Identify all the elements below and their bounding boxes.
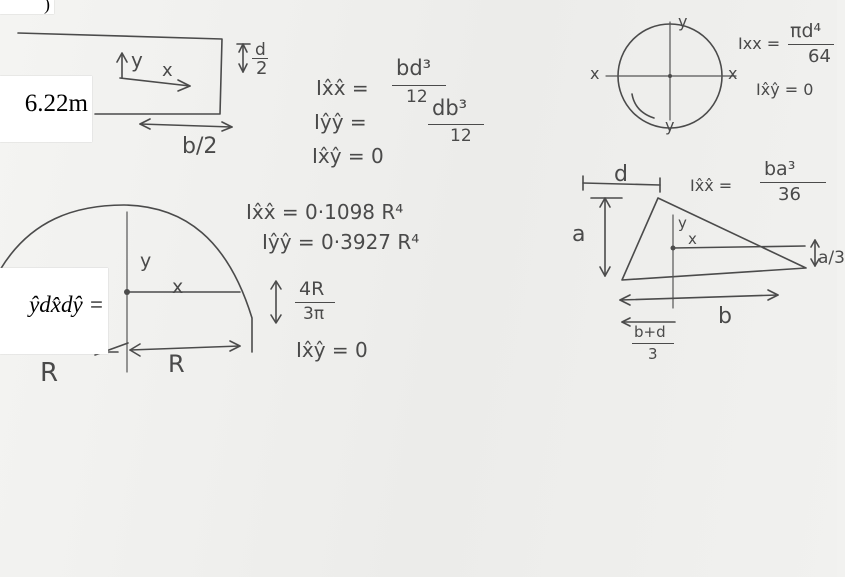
tri-ixx-bar [760,182,826,183]
pasted-length-box: 6.22m [0,76,92,142]
rect-iyy-bar [428,124,484,125]
pasted-fragment-top: ) [0,0,54,14]
rect-x-axis [119,77,191,87]
half-width-label: b/2 [182,134,218,159]
rect-ixx-lhs: Ix̂x̂ = [316,76,369,100]
semi-ixx: Ix̂x̂ = 0·1098 R⁴ [246,200,404,224]
circle-figure [605,21,737,129]
circle-ixy: Ix̂ŷ = 0 [756,80,814,99]
tri-b-label: b [718,304,732,329]
tri-a-label: a [572,222,586,247]
semi-y-label: y [140,250,152,272]
radius-dimension [129,345,241,351]
circle-ixx-num: πd⁴ [790,20,822,42]
circle-y-top-label: y [678,12,688,31]
triangle-figure [582,175,820,327]
rect-ixx-bar [392,85,446,86]
semi-offset-num: 4R [299,278,325,300]
rectangle-figure [17,32,251,132]
circle-ixx-den: 64 [808,46,831,67]
rect-x-label: x [162,60,173,81]
integral-fragment: ŷdx̂dŷ = [29,292,104,317]
rect-ixx-num: bd³ [396,56,432,80]
tri-bd3-num: b+d [634,323,666,341]
circle-ixx-lhs: Ixx = [738,34,781,53]
semi-radius-bottom: R [168,350,185,378]
tri-d-label: d [614,162,628,187]
base-b-dimension [619,294,779,301]
half-depth-bar [252,58,268,59]
semi-iyy: Iŷŷ = 0·3927 R⁴ [262,230,420,254]
fragment-text: ) [44,0,50,14]
rect-ixy: Ix̂ŷ = 0 [312,144,384,168]
rect-iyy-num: db³ [432,96,468,120]
half-width-dimension [139,123,233,128]
tri-y-label: y [678,214,687,232]
length-value: 6.22m [24,90,88,117]
pasted-integral-box: ŷdx̂dŷ = [0,268,108,354]
tri-ixx-lhs: Ix̂x̂ = [690,176,733,195]
semi-x-label: x [172,276,184,298]
semi-ixy: Ix̂ŷ = 0 [296,338,368,362]
circle-ixx-bar [788,44,834,45]
circle-x-right-label: x [728,64,738,83]
circle-x-left-label: x [590,64,600,83]
rect-iyy-den: 12 [450,126,472,146]
rect-iyy-lhs: Iŷŷ = [314,110,367,134]
tri-a3-label: a/3 [818,248,845,268]
tri-x-label: x [688,230,697,248]
tri-ixx-den: 36 [778,184,801,205]
half-depth-den: 2 [256,58,268,79]
offset-d-dimension [582,182,661,186]
semi-offset-bar [295,302,335,303]
triangle-x-axis [672,245,806,249]
semi-offset-den: 3π [303,304,325,324]
rect-ixx-den: 12 [406,87,428,107]
semi-radius-left: R [40,358,59,388]
tri-bd3-den: 3 [648,345,658,363]
half-depth-num: d [255,40,266,60]
tri-ixx-num: ba³ [764,158,796,180]
tri-bd3-bar [632,343,674,344]
circle-y-bottom-label: y [665,116,675,135]
rect-y-label: y [131,48,143,72]
